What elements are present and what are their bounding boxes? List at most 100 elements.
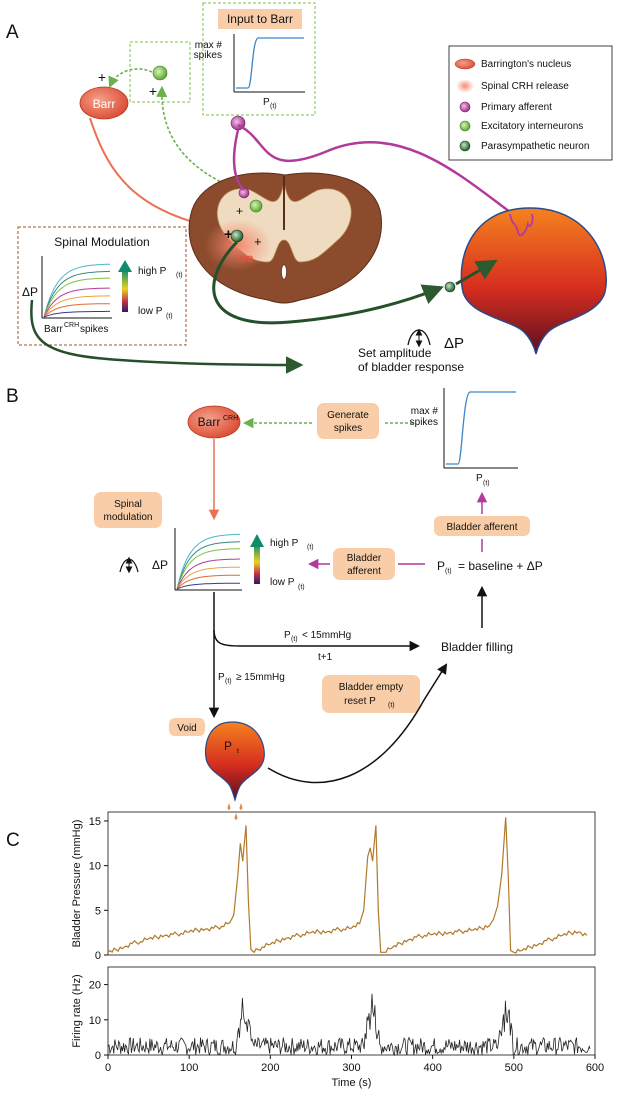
lt-threshold: < 15mmHg (302, 630, 351, 641)
barr-label: Barr (93, 97, 116, 111)
generate-spikes-1: Generate (327, 410, 369, 421)
modulation-to-amplitude-path (30, 299, 304, 374)
empty-to-filling-path (267, 663, 448, 784)
efferent-path-2 (455, 259, 498, 286)
firing-x-tick-label: 0 (105, 1062, 111, 1074)
input-box-ylabel-2: spikes (194, 50, 222, 61)
spinal-cord (188, 172, 382, 304)
pressure-series-line (107, 817, 588, 954)
pressure-y-tick-label: 10 (89, 861, 101, 873)
lt-p: P (284, 630, 291, 641)
set-amplitude-1: Set amplitude (358, 346, 432, 360)
spinal-modulation-2: modulation (104, 512, 153, 523)
pressure-y-tick-label: 0 (95, 950, 101, 962)
pressure-y-tick-label: 15 (89, 816, 101, 828)
modulation-curve (43, 295, 110, 318)
modulation-curves-a (43, 263, 111, 318)
baseline-sub: (t) (445, 568, 452, 575)
bladder-afferent-left-2: afferent (347, 566, 381, 577)
interneuron-top (152, 65, 168, 81)
legend-parasympathetic-icon (459, 140, 471, 152)
interneuron-box (129, 41, 191, 103)
amplitude-delta-p: ΔP (444, 335, 464, 352)
modulation-delta-p: ΔP (152, 558, 168, 572)
firing-y-axis-label: Firing rate (Hz) (71, 974, 83, 1047)
modulation-curves-b (176, 533, 241, 590)
legend-interneuron-icon (459, 120, 471, 132)
next-step: t+1 (318, 652, 333, 663)
input-box-xsub: (t) (270, 103, 277, 110)
modulation-curve (43, 303, 110, 318)
modulation-chart-b: ΔP high P (t) low P (t) (119, 528, 314, 591)
firing-x-tick-label: 100 (180, 1062, 198, 1074)
afferent-central-path (232, 129, 245, 191)
panel-c-label: C (6, 830, 20, 851)
firing-axes-frame (107, 966, 596, 1056)
max-label-1: max # (411, 406, 439, 417)
efferent-path-1 (212, 240, 444, 325)
firing-x-tick-label: 500 (505, 1062, 523, 1074)
spinal-box-sub: (t) (166, 313, 173, 320)
drop (227, 803, 231, 810)
legend: Barrington's nucleus Spinal CRH release … (448, 45, 613, 161)
bladder-b-p: P (224, 739, 232, 753)
bladder-b-sub: t (237, 748, 239, 755)
baseline-equation: = baseline + ΔP (458, 559, 543, 573)
modulation-curve (176, 541, 241, 590)
plus-sign: + (254, 234, 262, 249)
input-box-title: Input to Barr (227, 12, 293, 26)
bladder-filling: Bladder filling (441, 640, 513, 654)
spinal-modulation-1: Spinal (114, 499, 142, 510)
modulation-curve (176, 582, 241, 590)
crh-release-zone (204, 219, 272, 271)
bladder-empty-1: Bladder empty (339, 682, 403, 693)
spinal-box-xsup: CRH (64, 322, 79, 329)
pressure-y-tick-label: 5 (95, 905, 101, 917)
firing-x-tick-label: 600 (586, 1062, 604, 1074)
modulation-curve (43, 310, 110, 318)
spinal-box-title: Spinal Modulation (54, 235, 149, 249)
drop (239, 803, 243, 810)
bladder-empty-2: reset P (344, 696, 376, 707)
legend-item-crh: Spinal CRH release (481, 81, 569, 92)
generate-spikes-box (317, 403, 379, 439)
legend-afferent-icon (459, 101, 471, 113)
plus-sign: + (98, 69, 106, 85)
legend-item-barrington: Barrington's nucleus (481, 59, 571, 70)
modulation-curve (176, 574, 240, 590)
bladder-afferent-box-right (434, 516, 530, 536)
bladder-empty-box (322, 675, 420, 713)
legend-barrington-icon (454, 58, 476, 70)
firing-y-tick-label: 10 (89, 1015, 101, 1027)
bladder-afferent-right: Bladder afferent (447, 522, 518, 533)
afferent-terminal (238, 187, 250, 199)
firing-x-tick-label: 400 (423, 1062, 441, 1074)
lt-sub: (t) (291, 636, 298, 643)
spinal-box-low: low P (138, 306, 163, 317)
spinal-modulation-box-b (94, 492, 162, 528)
spinal-box-xlabel: Barr (44, 324, 64, 335)
modulation-curve (176, 558, 241, 590)
spinal-modulation-box: Spinal Modulation ΔP high P (t) low P (t… (17, 226, 187, 346)
spinal-box-sub: (t) (176, 272, 183, 279)
plus-sign: + (149, 83, 157, 99)
barr-node (79, 86, 129, 120)
barr-crh-label: Barr (198, 415, 221, 429)
ge-threshold: ≥ 15mmHg (236, 672, 285, 683)
plus-sign: + (236, 204, 243, 218)
modulation-curve (176, 566, 241, 590)
modulation-high: high P (270, 538, 299, 549)
legend-crh-icon (456, 79, 474, 93)
baseline-p: P (437, 559, 445, 573)
modulation-high-sub: (t) (307, 544, 314, 551)
bladder-b (204, 721, 265, 802)
spinal-box-xlabel-end: spikes (80, 324, 108, 335)
generate-spikes-2: spikes (334, 423, 362, 434)
modulation-low-sub: (t) (298, 584, 305, 591)
barr-crh-node (187, 405, 241, 439)
panel-b-label: B (6, 386, 19, 407)
pressure-axes-frame (107, 811, 596, 956)
ge-p: P (218, 672, 225, 683)
max-label-2: spikes (410, 417, 438, 428)
